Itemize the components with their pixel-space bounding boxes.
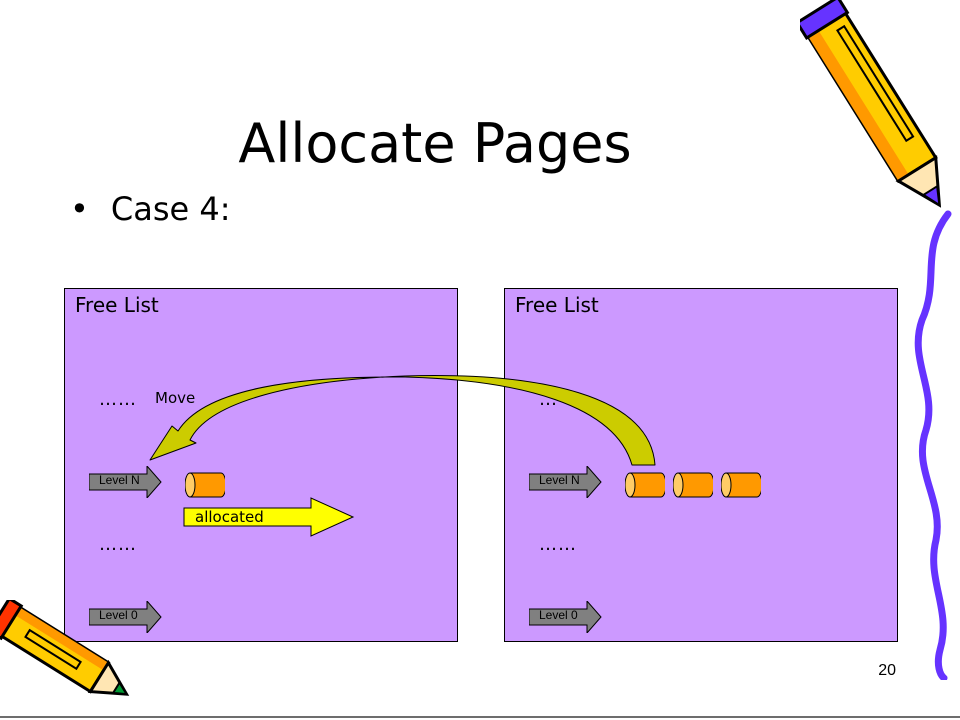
right-page-block-1 xyxy=(625,472,665,498)
pencil-icon xyxy=(800,0,942,208)
right-level-0-label: Level 0 xyxy=(539,608,578,622)
level-arrow-shape xyxy=(89,466,162,498)
right-page-block-2 xyxy=(673,472,713,498)
move-label: Move xyxy=(155,389,196,407)
bullet-text: Case 4: xyxy=(110,190,231,228)
right-level-n-arrow: Level N xyxy=(529,466,603,498)
squiggle-line xyxy=(914,210,952,680)
left-free-list-panel: Free List …… Move Level N allocated …… L… xyxy=(64,288,458,642)
left-page-block xyxy=(185,472,225,498)
left-level-n-label: Level N xyxy=(99,473,140,487)
bullet-item: • Case 4: xyxy=(70,190,231,228)
page-number: 20 xyxy=(878,662,896,679)
bullet-marker: • xyxy=(70,190,89,228)
left-top-dots: …… xyxy=(99,389,137,410)
right-level-n-label: Level N xyxy=(539,473,580,487)
allocated-label: allocated xyxy=(195,508,264,526)
left-level-0-arrow: Level 0 xyxy=(89,601,163,633)
allocated-arrow xyxy=(183,497,355,537)
slide-title: Allocate Pages xyxy=(238,112,632,175)
level-arrow-shape xyxy=(529,601,602,633)
bottom-divider xyxy=(0,716,960,718)
left-panel-title: Free List xyxy=(75,293,159,317)
level-arrow-shape xyxy=(89,601,162,633)
level-arrow-shape xyxy=(529,466,602,498)
left-level-n-arrow: Level N xyxy=(89,466,163,498)
right-panel-title: Free List xyxy=(515,293,599,317)
left-mid-dots: …… xyxy=(99,534,137,555)
right-free-list-panel: Free List … Level N …… Level 0 xyxy=(504,288,898,642)
right-mid-dots: …… xyxy=(539,534,577,555)
pencil-icon xyxy=(0,600,130,696)
left-level-0-label: Level 0 xyxy=(99,608,138,622)
right-page-block-3 xyxy=(721,472,761,498)
right-level-0-arrow: Level 0 xyxy=(529,601,603,633)
